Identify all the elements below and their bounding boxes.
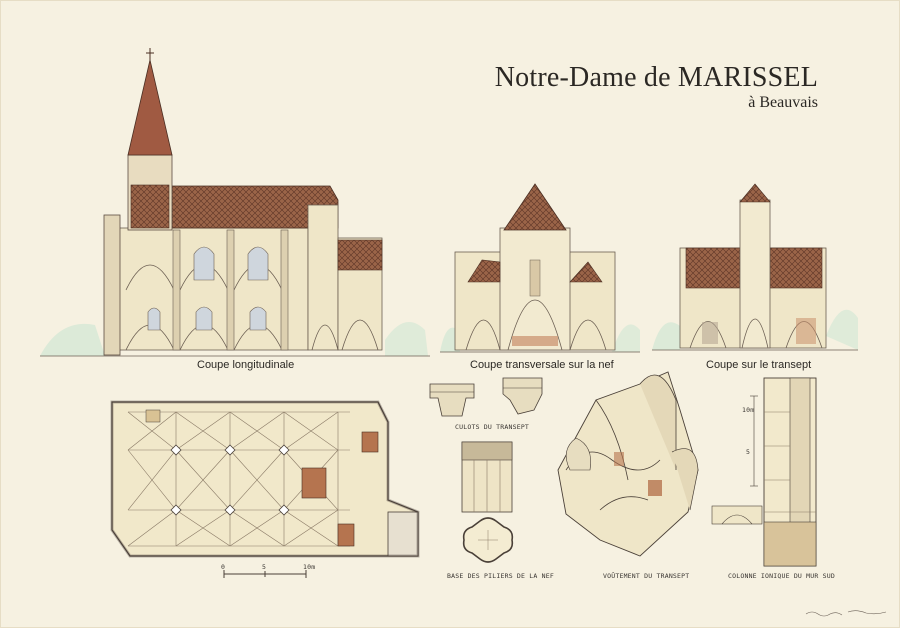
transept-section-drawing <box>652 183 858 351</box>
sheet-subtitle: à Beauvais <box>748 94 818 111</box>
caption-transverse-nave-section: Coupe transversale sur la nef <box>470 359 614 371</box>
pier-elevation-drawing <box>461 441 513 513</box>
transept-corbels-drawing <box>429 377 543 417</box>
scale-label-mid: 5 <box>262 563 267 571</box>
caption-transept-corbels: CULOTS DU TRANSEPT <box>455 423 530 431</box>
detail-scale-label-mid: 5 <box>746 448 751 456</box>
floor-plan-drawing <box>110 400 420 578</box>
caption-transept-section: Coupe sur le transept <box>706 359 812 371</box>
signature-mark <box>805 610 887 617</box>
caption-transept-vaulting: VOÛTEMENT DU TRANSEPT <box>603 572 690 580</box>
transept-vaulting-axonometric-drawing <box>557 371 699 557</box>
detail-scale-label-top: 10m <box>742 406 755 414</box>
scale-label-start: 0 <box>221 563 226 571</box>
sheet-title: Notre-Dame de MARISSEL <box>494 62 818 93</box>
caption-longitudinal-section: Coupe longitudinale <box>197 359 295 371</box>
scale-label-end: 10m <box>303 563 316 571</box>
longitudinal-section-drawing <box>40 48 430 357</box>
caption-ionic-column: COLONNE IONIQUE DU MUR SUD <box>728 572 835 580</box>
caption-pier-base: BASE DES PILIERS DE LA NEF <box>447 572 554 580</box>
pier-base-plan-drawing <box>462 517 514 563</box>
transverse-nave-section-drawing <box>440 183 640 353</box>
ionic-column-drawing <box>711 377 817 567</box>
